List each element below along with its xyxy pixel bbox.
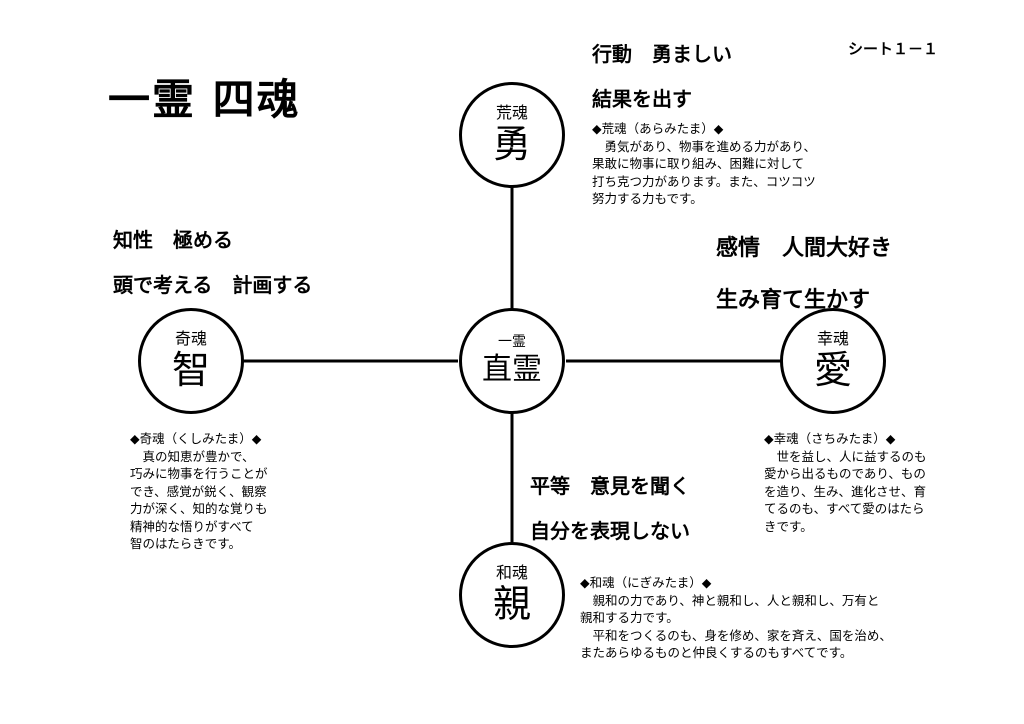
heading-bottom: 平等 意見を聞く 自分を表現しない: [530, 470, 690, 560]
description-line: 智のはたらきです。: [130, 536, 242, 551]
node-kushimitama-big: 智: [171, 348, 210, 392]
node-sachimitama-big: 愛: [813, 348, 852, 392]
description-line: を造り、生み、進化させ、育: [764, 483, 927, 499]
heading-left-line: 頭で考える 計画する: [113, 273, 313, 297]
description-kushimitama: ◆奇魂（くしみたま）◆ 真の知恵が豊かで、 巧みに物事を行うことが でき、感覚が…: [130, 430, 268, 553]
description-line: 果敢に物事に取り組み、困難に対して: [592, 156, 805, 171]
heading-left-line: 知性 極める: [113, 228, 233, 252]
node-naohi-big: 直霊: [482, 352, 542, 387]
description-line: ◆荒魂（あらみたま）◆: [592, 121, 724, 136]
description-line: またあらゆるものと仲良くするのもすべてです。: [580, 645, 853, 660]
description-line: 打ち克つ力があります。また、コツコツ: [592, 173, 816, 189]
sheet-label: シート１－１: [847, 40, 938, 58]
description-line: 平和をつくるのも、身を修め、家を斉え、国を治め、: [580, 627, 892, 643]
description-line: 巧みに物事を行うことが: [130, 466, 268, 481]
node-kushimitama-small: 奇魂: [174, 329, 207, 348]
heading-top: 行動 勇ましい 結果を出す: [592, 38, 732, 128]
description-line: 力が深く、知的な覚りも: [130, 501, 268, 516]
description-line: ◆奇魂（くしみたま）◆: [130, 431, 262, 446]
node-sachimitama: 幸魂 愛: [780, 308, 886, 414]
node-aramitama-big: 勇: [492, 122, 531, 166]
description-line: 努力する力もです。: [592, 191, 703, 206]
node-naohi-small: 一霊: [498, 334, 526, 350]
description-line: 親和する力です。: [580, 610, 679, 625]
heading-right-line: 生み育て生かす: [716, 288, 871, 313]
heading-bottom-line: 平等 意見を聞く: [530, 474, 690, 498]
description-line: 愛から出るものであり、もの: [764, 466, 926, 481]
node-kushimitama: 奇魂 智: [138, 308, 244, 414]
heading-left: 知性 極める 頭で考える 計画する: [113, 224, 312, 314]
description-line: ◆幸魂（さちみたま）◆: [764, 431, 896, 446]
node-aramitama-small: 荒魂: [495, 103, 528, 122]
heading-top-line: 行動 勇ましい: [592, 42, 732, 66]
page-title: 一霊 四魂: [108, 75, 301, 124]
description-sachimitama: ◆幸魂（さちみたま）◆ 世を益し、人に益するのも 愛から出るものであり、もの を…: [764, 430, 927, 535]
node-aramitama: 荒魂 勇: [459, 82, 565, 188]
heading-bottom-line: 自分を表現しない: [530, 519, 690, 543]
description-line: きです。: [764, 518, 813, 534]
heading-top-line: 結果を出す: [592, 87, 692, 111]
node-naohi: 一霊 直霊: [459, 308, 565, 414]
heading-right-line: 感情 人間大好き: [716, 236, 893, 261]
description-line: 精神的な悟りがすべて: [130, 518, 254, 534]
description-line: 真の知恵が豊かで、: [130, 448, 255, 464]
heading-right: 感情 人間大好き 生み育て生かす: [716, 230, 892, 334]
description-line: 親和の力であり、神と親和し、人と親和し、万有と: [580, 592, 880, 608]
description-line: てるのも、すべて愛のはたら: [764, 501, 925, 516]
description-line: でき、感覚が鋭く、観察: [130, 483, 267, 499]
description-line: ◆和魂（にぎみたま）◆: [580, 575, 712, 590]
description-nigimitama: ◆和魂（にぎみたま）◆ 親和の力であり、神と親和し、人と親和し、万有と 親和する…: [580, 574, 892, 662]
node-nigimitama-small: 和魂: [495, 563, 528, 582]
description-line: 世を益し、人に益するのも: [764, 448, 927, 464]
node-sachimitama-small: 幸魂: [816, 329, 849, 348]
description-line: 勇気があり、物事を進める力があり、: [592, 138, 817, 154]
description-aramitama: ◆荒魂（あらみたま）◆ 勇気があり、物事を進める力があり、 果敢に物事に取り組み…: [592, 120, 816, 208]
node-nigimitama-big: 親: [492, 582, 531, 626]
node-nigimitama: 和魂 親: [459, 542, 565, 648]
